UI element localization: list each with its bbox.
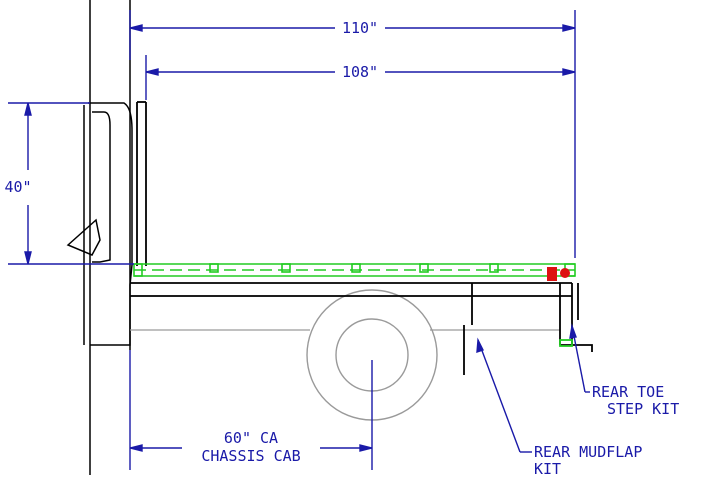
cab-outline (66, 0, 133, 475)
chassis-frame (130, 295, 561, 331)
mudflap-callout-line2: KIT (534, 460, 561, 478)
cab-to-axle-label: 60" CA (224, 429, 278, 447)
bed-length-label: 108" (342, 63, 378, 81)
bed-floor (130, 282, 573, 297)
rear-mudflap (463, 283, 473, 375)
toe-step-callout-line1: REAR TOE (592, 383, 664, 401)
callout-leaders (476, 323, 590, 453)
stake-rail (133, 263, 576, 277)
chassis-cab-label: CHASSIS CAB (201, 447, 300, 465)
dimension-lines (8, 10, 576, 470)
height-label: 40" (4, 178, 31, 196)
tail-light (547, 267, 570, 281)
rear-toe-step (559, 283, 593, 352)
mudflap-callout-line1: REAR MUDFLAP (534, 443, 642, 461)
headboard (136, 101, 147, 266)
toe-step-callout-line2: STEP KIT (607, 400, 679, 418)
overall-length-label: 110" (342, 19, 378, 37)
